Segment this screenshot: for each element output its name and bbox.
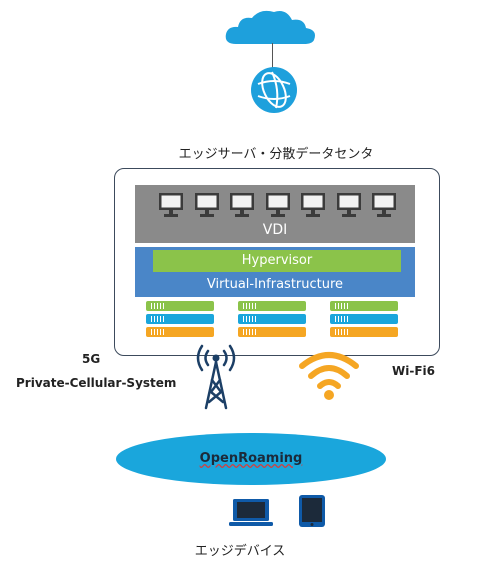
server-unit-vents bbox=[243, 316, 257, 322]
wifi6-label: Wi-Fi6 bbox=[392, 364, 435, 378]
open-roaming-label: OpenRoaming bbox=[199, 451, 303, 466]
monitor-icon bbox=[300, 192, 326, 218]
server-unit-vents bbox=[335, 303, 349, 309]
vdi-label: VDI bbox=[262, 222, 288, 238]
monitor-icon bbox=[336, 192, 362, 218]
server-unit bbox=[146, 301, 214, 311]
server-unit bbox=[330, 301, 398, 311]
monitor-icon bbox=[158, 192, 184, 218]
open-roaming-ellipse bbox=[116, 433, 386, 485]
server-unit bbox=[330, 327, 398, 337]
server-unit bbox=[330, 314, 398, 324]
tablet-icon bbox=[299, 495, 325, 527]
cloud-icon bbox=[225, 10, 315, 44]
5g-label: 5G bbox=[82, 352, 101, 366]
monitor-row bbox=[158, 192, 398, 218]
cell-tower-icon bbox=[196, 344, 236, 410]
virtual-infrastructure-label: Virtual-Infrastructure bbox=[206, 277, 344, 292]
monitor-icon bbox=[229, 192, 255, 218]
server-unit bbox=[146, 314, 214, 324]
server-unit-vents bbox=[243, 303, 257, 309]
edge-server-label: エッジサーバ・分散データセンタ bbox=[178, 147, 374, 162]
server-unit-vents bbox=[151, 316, 165, 322]
edge-devices-label: エッジデバイス bbox=[194, 544, 286, 559]
globe-icon bbox=[251, 67, 297, 113]
server-unit bbox=[238, 327, 306, 337]
connector-line bbox=[272, 43, 273, 71]
server-stack bbox=[330, 301, 398, 341]
server-stack bbox=[238, 301, 306, 341]
hypervisor-layer: Hypervisor bbox=[153, 250, 401, 272]
server-unit-vents bbox=[335, 316, 349, 322]
server-unit bbox=[238, 301, 306, 311]
server-unit-vents bbox=[243, 329, 257, 335]
server-unit bbox=[238, 314, 306, 324]
server-stack bbox=[146, 301, 214, 341]
wifi-icon bbox=[299, 352, 359, 400]
monitor-icon bbox=[194, 192, 220, 218]
server-stacks bbox=[146, 301, 406, 341]
monitor-icon bbox=[371, 192, 397, 218]
server-unit-vents bbox=[151, 303, 165, 309]
server-unit-vents bbox=[151, 329, 165, 335]
monitor-icon bbox=[265, 192, 291, 218]
server-unit bbox=[146, 327, 214, 337]
private-cellular-label: Private-Cellular-System bbox=[16, 376, 177, 390]
laptop-icon bbox=[229, 499, 273, 526]
server-unit-vents bbox=[335, 329, 349, 335]
